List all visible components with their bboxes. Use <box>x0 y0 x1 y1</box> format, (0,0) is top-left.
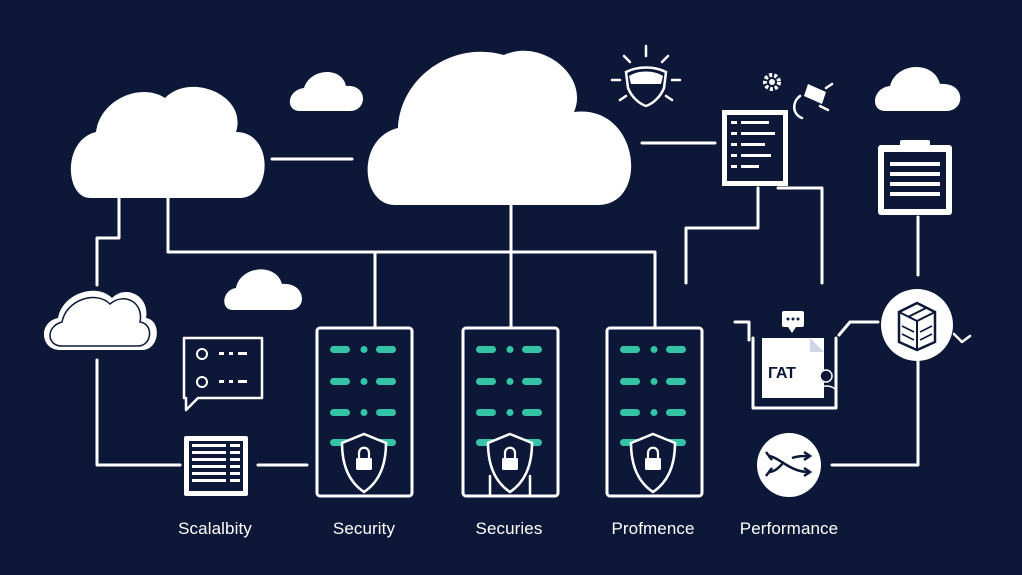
package-icon <box>881 289 972 361</box>
label-security: Security <box>332 519 396 538</box>
connector-package-shuffle <box>830 358 920 467</box>
server-rack-securies <box>461 326 560 498</box>
cloud-icon <box>367 50 632 206</box>
connector-document-down-1 <box>684 186 760 285</box>
connector-bus <box>166 196 657 330</box>
chat-panel-icon <box>182 336 264 412</box>
cloud-icon <box>289 71 364 111</box>
shield-lock-icon <box>629 432 677 494</box>
connector-left-smallcloud <box>95 196 121 287</box>
cloud-outline-icon <box>43 290 157 350</box>
connector-monitor-left <box>733 320 751 342</box>
gear-icon <box>763 73 781 91</box>
server-rack-security <box>315 326 414 498</box>
label-performance: Performance <box>739 519 839 538</box>
shuffle-icon <box>757 433 821 497</box>
label-profmence: Profmence <box>611 519 695 538</box>
document-icon <box>722 110 788 186</box>
cloud-icon <box>224 269 302 310</box>
speech-bubble-icon <box>782 311 804 333</box>
sun-shield-icon <box>610 44 682 108</box>
connector-monitor-right <box>837 320 880 337</box>
connector-smallcloud-list <box>95 358 182 467</box>
connector-lines <box>95 141 920 467</box>
monitor-document-icon: ΓΑΤ <box>751 311 838 410</box>
clipboard-icon <box>878 140 952 215</box>
server-indicators <box>330 346 396 446</box>
cloud-icon <box>874 66 961 111</box>
list-panel-icon <box>184 436 248 496</box>
plug-connector-icon <box>793 82 834 120</box>
monitor-document-text: ΓΑΤ <box>768 365 796 382</box>
server-indicators <box>476 346 542 446</box>
connector-document-down-2 <box>776 186 824 285</box>
label-scalability: Scalalbity <box>178 519 252 538</box>
server-indicators <box>620 346 686 446</box>
shield-lock-icon <box>340 432 388 494</box>
cloud-icon <box>70 86 265 198</box>
label-securies: Securies <box>475 519 543 538</box>
shield-lock-icon <box>486 432 534 498</box>
server-rack-profmence <box>605 326 704 498</box>
